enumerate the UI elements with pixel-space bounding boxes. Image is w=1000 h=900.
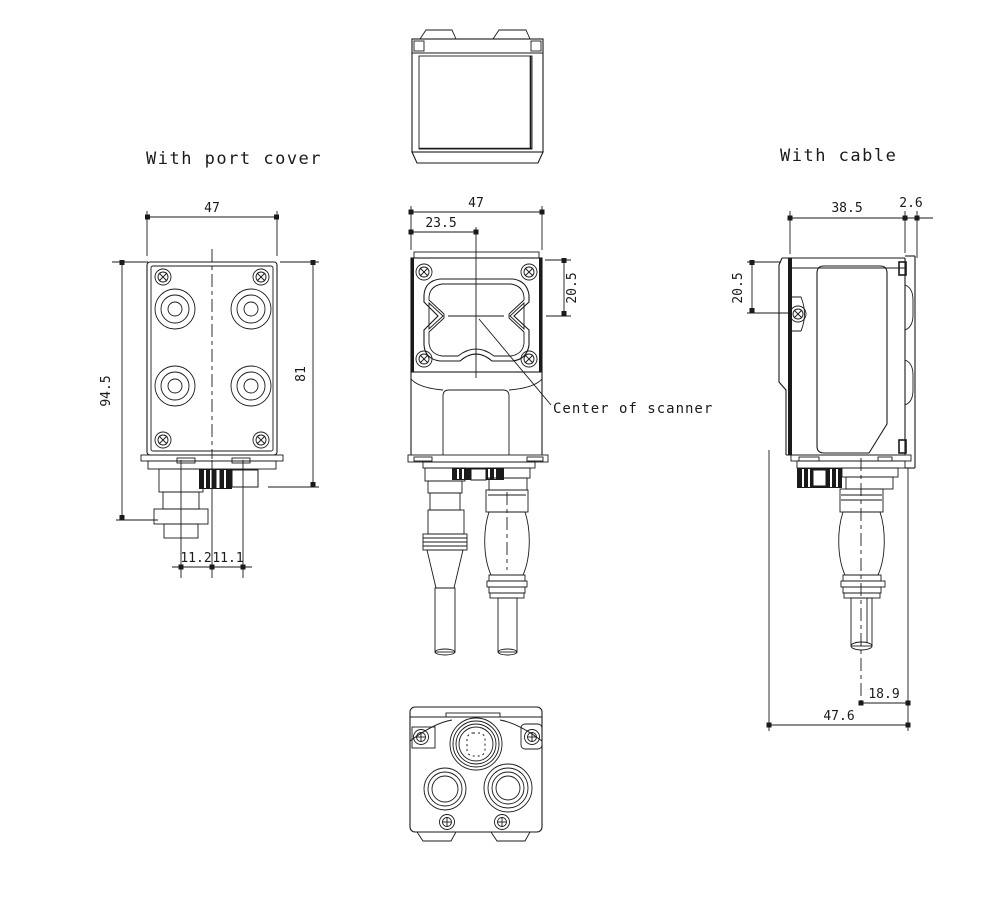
left-dim-total-height-text: 94.5 — [99, 375, 114, 406]
front-right-cable — [484, 467, 531, 656]
left-dim-body-height-text: 81 — [294, 366, 309, 382]
center-of-scanner-text: Center of scanner — [553, 401, 713, 417]
side-dim-cable-to-rear: 18.9 — [858, 468, 911, 731]
left-view-port-cover: With port cover 47 — [99, 149, 322, 578]
front-dim-center-x: 23.5 — [408, 216, 479, 296]
front-dim-width-text: 47 — [468, 196, 484, 211]
front-dim-center-y-text: 20.5 — [565, 272, 580, 303]
side-dim-center-y-text: 20.5 — [731, 272, 746, 303]
scanner-window — [423, 278, 530, 362]
front-dim-center-y: 20.5 — [545, 258, 580, 317]
top-view — [411, 29, 544, 164]
side-dim-body-depth: 38.5 — [787, 201, 908, 254]
left-dim-conn-left-text: 11.2 — [180, 551, 211, 566]
side-dim-center-y: 20.5 — [731, 260, 792, 314]
side-view-cable: With cable 38.5 2.6 20.5 — [731, 146, 933, 731]
left-dim-width-text: 47 — [204, 201, 220, 216]
left-dim-conn-right-text: 11.1 — [212, 551, 243, 566]
left-view-ports — [154, 288, 272, 407]
bottom-connector-left — [423, 767, 467, 811]
front-lower-body — [407, 372, 549, 481]
scanner-center-crosshair — [448, 296, 504, 378]
bottom-connector-top — [449, 717, 503, 771]
side-dim-total-depth-text: 47.6 — [823, 709, 854, 724]
left-dim-connector-offsets: 11.2 11.1 — [172, 551, 252, 570]
side-dim-total-depth: 47.6 — [766, 450, 911, 731]
left-dim-body-height: 81 — [268, 260, 319, 488]
front-dim-width: 47 — [408, 196, 545, 250]
front-face — [410, 251, 543, 378]
side-cable-gland — [797, 468, 842, 488]
bottom-connector-right — [483, 763, 533, 813]
left-view-connectors — [140, 454, 284, 578]
left-view-cable-gland — [199, 469, 259, 489]
left-view-title: With port cover — [146, 149, 322, 169]
left-dim-width: 47 — [145, 201, 279, 256]
side-dim-rear-lip: 2.6 — [899, 196, 933, 258]
side-panel — [816, 265, 888, 454]
side-cable-assembly — [790, 454, 912, 703]
front-left-cable — [422, 467, 468, 656]
side-body — [778, 255, 916, 469]
center-of-scanner-annotation: Center of scanner — [478, 318, 713, 417]
side-dim-rear-lip-text: 2.6 — [899, 196, 922, 211]
front-dim-center-x-text: 23.5 — [425, 216, 456, 231]
left-dim-total-height: 94.5 — [99, 260, 158, 521]
side-dim-cable-to-rear-text: 18.9 — [868, 687, 899, 702]
side-view-title: With cable — [780, 146, 897, 166]
front-view: 47 23.5 20.5 — [407, 196, 713, 656]
side-dim-body-depth-text: 38.5 — [831, 201, 862, 216]
bottom-view — [409, 706, 543, 842]
left-view-body — [146, 249, 278, 459]
